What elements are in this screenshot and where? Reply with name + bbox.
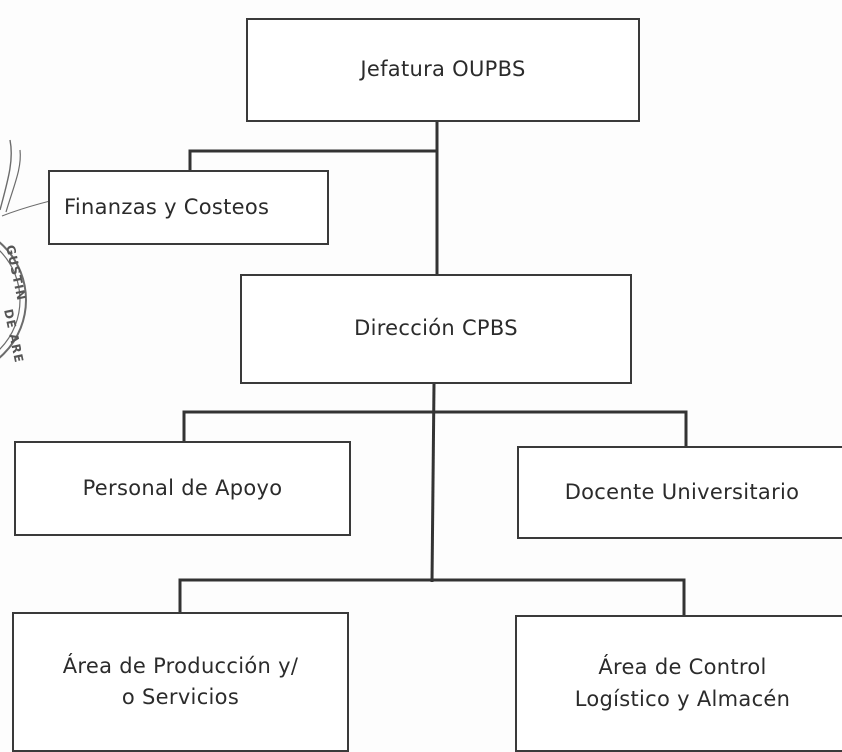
node-label-line-1: Área de Control <box>598 655 767 679</box>
node-label-group: Área de Producción y/ o Servicios <box>63 651 298 714</box>
level-2-branch <box>182 410 688 446</box>
node-personal-apoyo: Personal de Apoyo <box>14 441 351 536</box>
node-label-line-1: Área de Producción y/ <box>62 653 299 678</box>
node-area-control-logistico: Área de Control Logístico y Almacén <box>515 615 842 752</box>
node-label-group: Área de Control Logístico y Almacén <box>575 652 791 715</box>
seal-text-2: DE ARE <box>1 308 26 365</box>
node-docente-universitario: Docente Universitario <box>517 446 842 539</box>
node-jefatura-oupbs: Jefatura OUPBS <box>246 18 640 122</box>
node-finanzas-costeos: Finanzas y Costeos <box>48 170 329 245</box>
node-label: Docente Universitario <box>564 479 800 504</box>
seal-text-1: GUSTIN <box>3 244 29 303</box>
node-label: Personal de Apoyo <box>82 475 283 500</box>
node-label: Dirección CPBS <box>354 316 518 341</box>
trunk-lower <box>430 383 436 583</box>
node-area-produccion: Área de Producción y/ o Servicios <box>12 612 349 752</box>
node-label: Finanzas y Costeos <box>64 194 270 219</box>
node-label: Jefatura OUPBS <box>360 57 526 82</box>
node-label-line-2: Logístico y Almacén <box>574 686 791 711</box>
node-direccion-cpbs: Dirección CPBS <box>240 274 632 384</box>
connector-paths <box>178 122 688 615</box>
level-3-branch <box>178 578 686 615</box>
node-label-line-2: o Servicios <box>121 685 240 709</box>
staff-branch <box>188 149 437 170</box>
